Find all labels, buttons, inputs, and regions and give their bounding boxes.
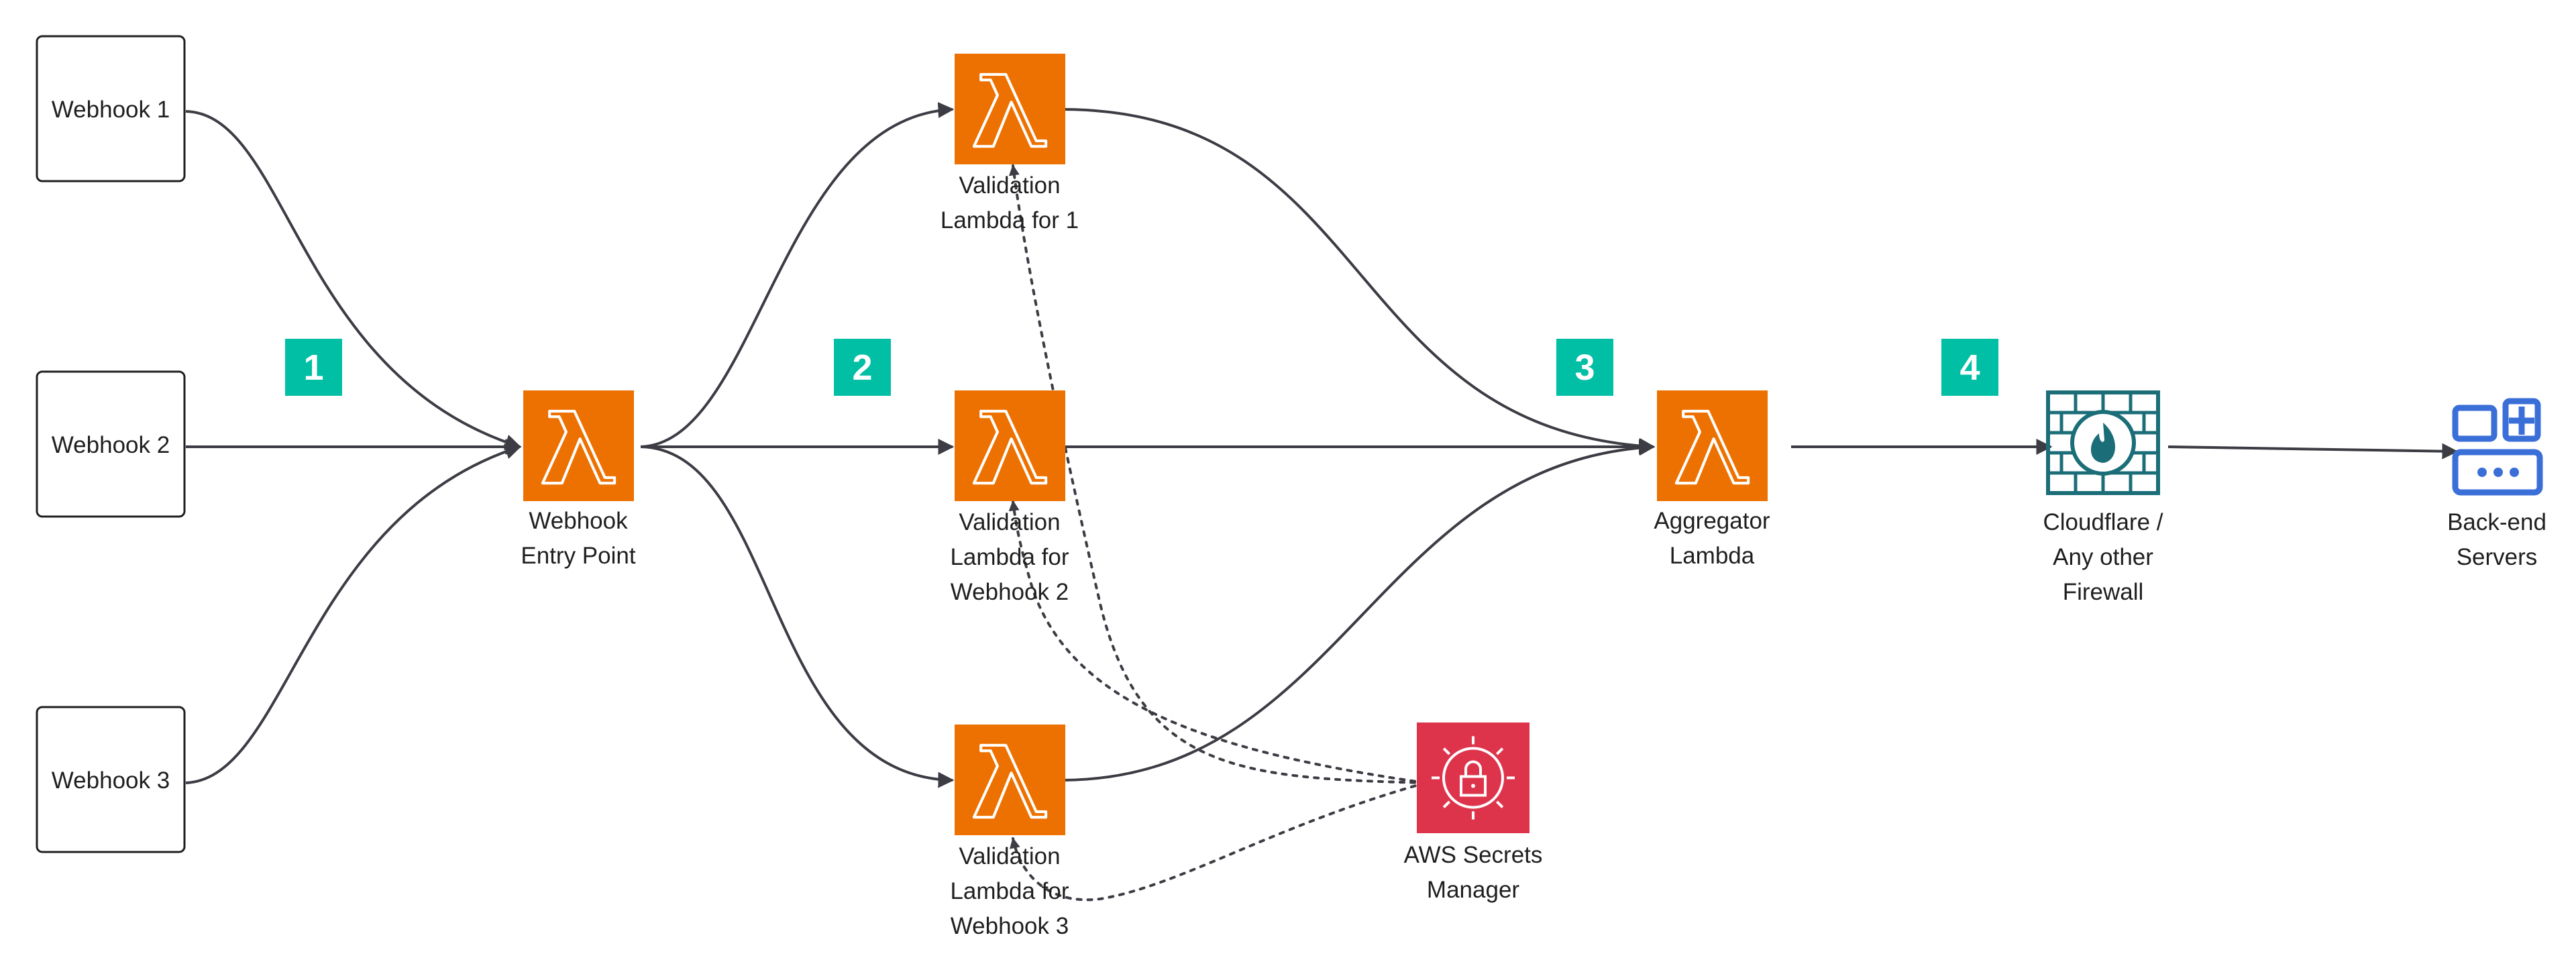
badge-bg <box>1941 339 1998 396</box>
flow-webhook1-entry <box>185 110 522 450</box>
firewall-icon <box>2046 390 2160 495</box>
lambda-icon <box>955 390 1065 501</box>
firewall-label-line: Cloudflare / <box>2043 509 2163 535</box>
firewall-label-line: Any other <box>2053 544 2153 570</box>
aggregator-label-line: Lambda <box>1670 543 1755 569</box>
webhook-label: Webhook 2 <box>52 432 170 458</box>
firewall-label-line: Firewall <box>2063 579 2144 605</box>
flow-firewall-servers <box>2167 443 2459 460</box>
aggregator-label-line: Aggregator <box>1654 508 1770 534</box>
step-badge-1: 1 <box>285 339 342 396</box>
secrets-manager-icon <box>1432 736 1515 820</box>
validation-lambda-2-label-line: Webhook 2 <box>951 579 1069 605</box>
step-badge-4: 4 <box>1941 339 1998 396</box>
webhook-box <box>36 370 186 518</box>
backend-servers[interactable] <box>2452 398 2543 496</box>
secret-link-validator1 <box>1008 164 1427 784</box>
webhook-1[interactable]: Webhook 1 <box>36 35 186 182</box>
lambda-icon <box>955 725 1065 835</box>
badge-bg <box>834 339 891 396</box>
entry-point-lambda[interactable] <box>523 390 634 501</box>
flow-entry-validator1 <box>640 102 955 448</box>
secrets-manager[interactable] <box>1417 723 1529 833</box>
servers-label-line: Back-end <box>2447 509 2546 535</box>
aggregator-lambda[interactable] <box>1657 390 1768 501</box>
secret-link-validator2 <box>1008 500 1427 784</box>
lambda-icon <box>1657 390 1768 501</box>
flow-entry-validator3 <box>640 445 955 788</box>
validation-lambda-3-label-line: Validation <box>959 843 1060 869</box>
servers-label-line: Servers <box>2457 544 2538 570</box>
secret-link-validator3 <box>1009 782 1427 902</box>
entry-point-label-line: Entry Point <box>521 543 635 569</box>
webhook-3[interactable]: Webhook 3 <box>36 706 186 853</box>
validation-lambda-1-label-line: Validation <box>959 172 1060 199</box>
validation-lambda-3[interactable] <box>955 725 1065 835</box>
step-badge-3: 3 <box>1556 339 1613 396</box>
badge-bg <box>285 339 342 396</box>
secrets-label-line: AWS Secrets <box>1404 842 1543 868</box>
webhook-box <box>36 706 186 853</box>
lambda-icon <box>523 390 634 501</box>
lambda-icon <box>955 54 1065 164</box>
validation-lambda-1[interactable] <box>955 54 1065 164</box>
firewall[interactable] <box>2046 390 2160 495</box>
validation-lambda-2-label-line: Lambda for <box>950 544 1069 570</box>
flow-webhook3-entry <box>185 443 522 784</box>
secrets-label-line: Manager <box>1427 877 1519 903</box>
badge-bg <box>1556 339 1613 396</box>
webhook-label: Webhook 3 <box>52 767 170 794</box>
step-badge-2: 2 <box>834 339 891 396</box>
webhook-label: Webhook 1 <box>52 97 170 123</box>
badge-number: 1 <box>303 348 323 388</box>
flow-validator3-aggregator <box>1063 439 1656 782</box>
connections <box>185 102 2459 902</box>
badge-number: 3 <box>1574 348 1595 388</box>
badge-number: 4 <box>1960 348 1980 388</box>
badge-number: 2 <box>852 348 872 388</box>
validation-lambda-3-label-line: Lambda for <box>950 878 1069 904</box>
nodes: Webhook 1 Webhook 2 Webhook 3 1 2 3 4WebhookEn… <box>36 35 2546 939</box>
servers-icon <box>2452 398 2543 496</box>
validation-lambda-1-label-line: Lambda for 1 <box>941 207 1079 233</box>
entry-point-label-line: Webhook <box>529 508 628 534</box>
validation-lambda-3-label-line: Webhook 3 <box>951 913 1069 939</box>
webhook-2[interactable]: Webhook 2 <box>36 370 186 518</box>
flow-validator1-aggregator <box>1063 108 1656 454</box>
validation-lambda-2-label-line: Validation <box>959 509 1060 535</box>
webhook-box <box>36 35 186 182</box>
validation-lambda-2[interactable] <box>955 390 1065 501</box>
